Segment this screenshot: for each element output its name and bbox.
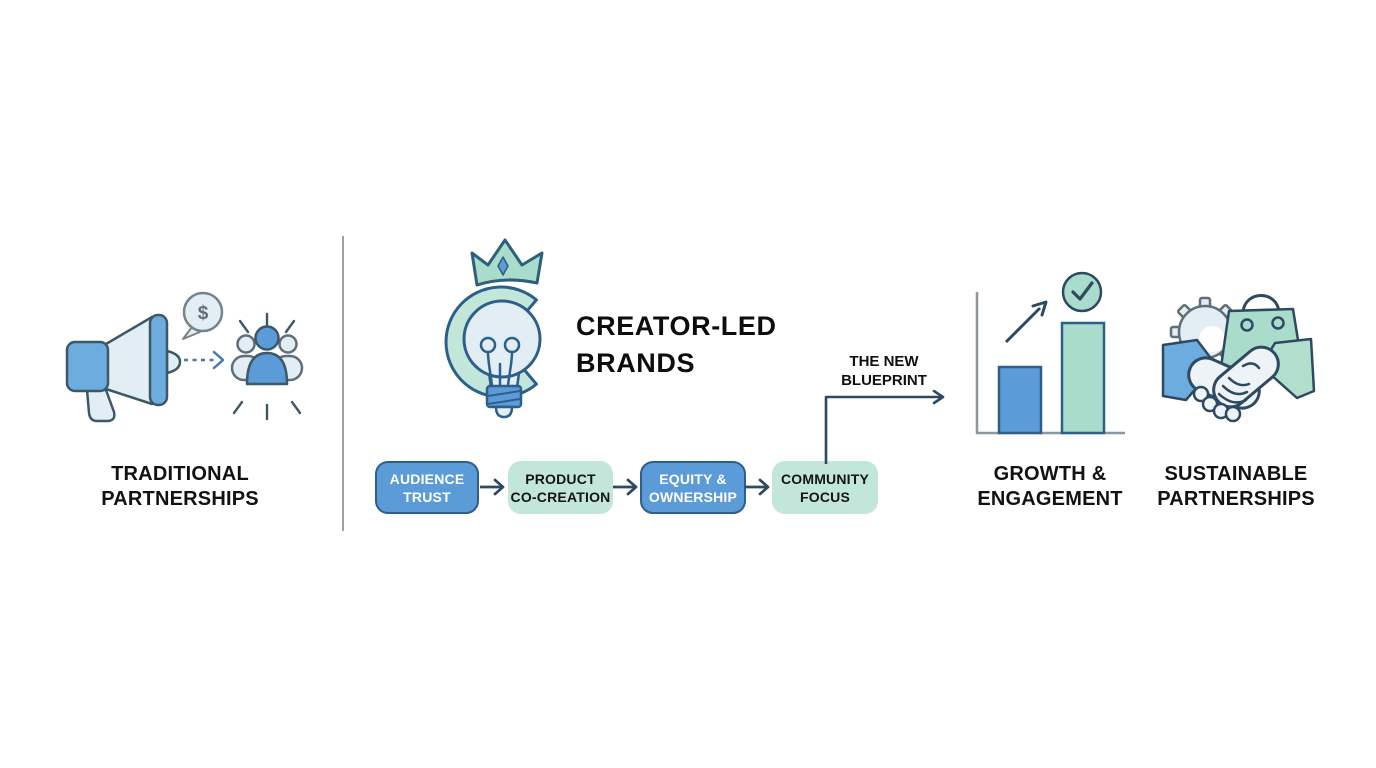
step-line: TRUST bbox=[403, 488, 451, 505]
label-line: BLUEPRINT bbox=[841, 372, 927, 389]
flow-arrow-icon bbox=[480, 478, 505, 496]
megaphone-icon bbox=[65, 313, 182, 423]
growth-bar-chart-icon bbox=[975, 271, 1125, 435]
growth-engagement-label: GROWTH & ENGAGEMENT bbox=[950, 462, 1150, 512]
title-line: BRANDS bbox=[576, 348, 696, 378]
step-line: AUDIENCE bbox=[389, 470, 465, 487]
step-line: PRODUCT bbox=[525, 470, 596, 487]
bar-low bbox=[997, 365, 1043, 435]
label-line: PARTNERSHIPS bbox=[101, 488, 259, 510]
step-line: CO-CREATION bbox=[510, 488, 611, 505]
traditional-partnership-illustration: $ bbox=[65, 291, 304, 423]
knuckles bbox=[1192, 385, 1242, 423]
section-divider-line bbox=[342, 236, 344, 531]
dashed-flow-arrow-icon bbox=[184, 350, 225, 370]
crown-icon bbox=[470, 238, 544, 287]
flow-arrow-icon bbox=[745, 478, 770, 496]
flow-step-product-co-creation: PRODUCT CO-CREATION bbox=[508, 461, 613, 514]
sustainable-partnerships-label: SUSTAINABLE PARTNERSHIPS bbox=[1136, 462, 1336, 512]
handshake-icon bbox=[1161, 337, 1316, 423]
lightbulb-icon bbox=[462, 299, 542, 419]
label-line: THE NEW bbox=[849, 353, 919, 370]
blueprint-elbow-arrow-icon bbox=[824, 390, 945, 464]
filament-icon bbox=[479, 336, 521, 388]
flow-step-equity-ownership: EQUITY & OWNERSHIP bbox=[640, 461, 746, 514]
dollar-symbol: $ bbox=[198, 303, 209, 324]
page-title: CREATOR-LED BRANDS bbox=[576, 308, 777, 382]
label-line: TRADITIONAL bbox=[111, 463, 249, 485]
traditional-partnerships-label: TRADITIONAL PARTNERSHIPS bbox=[60, 462, 300, 512]
trend-up-arrow-icon bbox=[1004, 300, 1048, 344]
label-line: ENGAGEMENT bbox=[977, 488, 1123, 510]
flow-arrow-icon bbox=[613, 478, 638, 496]
crowned-lightbulb-logo-icon bbox=[444, 238, 544, 419]
flow-step-community-focus: COMMUNITY FOCUS bbox=[772, 461, 878, 514]
label-line: GROWTH & bbox=[993, 463, 1107, 485]
step-line: OWNERSHIP bbox=[648, 488, 738, 505]
check-circle-icon bbox=[1061, 271, 1103, 313]
title-line: CREATOR-LED bbox=[576, 311, 777, 341]
bar-high bbox=[1060, 321, 1106, 435]
step-line: EQUITY & bbox=[659, 470, 727, 487]
step-line: COMMUNITY bbox=[780, 470, 870, 487]
dollar-speech-bubble-icon: $ bbox=[182, 291, 224, 340]
step-line: FOCUS bbox=[800, 488, 850, 505]
label-line: PARTNERSHIPS bbox=[1157, 488, 1315, 510]
flow-step-audience-trust: AUDIENCE TRUST bbox=[375, 461, 479, 514]
label-line: SUSTAINABLE bbox=[1164, 463, 1308, 485]
finger-lines bbox=[1217, 362, 1261, 404]
handshake-gear-shopping-bag-icon bbox=[1161, 294, 1316, 423]
blueprint-arrow-label: THE NEW BLUEPRINT bbox=[818, 352, 950, 390]
audience-group-icon bbox=[230, 312, 304, 421]
